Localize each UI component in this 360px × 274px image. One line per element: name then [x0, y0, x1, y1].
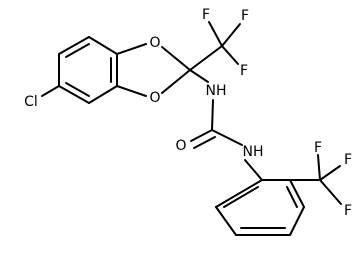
bond: [289, 179, 305, 208]
bond: [221, 23, 241, 47]
bond: [208, 21, 223, 47]
chlorine-label: Cl: [24, 94, 38, 110]
double-bond: [190, 129, 213, 142]
bond: [319, 179, 342, 205]
bond: [319, 165, 341, 181]
double-bond: [193, 136, 216, 149]
bond: [58, 36, 90, 55]
amine-label-lower: NH: [243, 144, 264, 160]
bond: [161, 46, 191, 71]
bond: [244, 159, 263, 181]
fluorine-label: F: [241, 8, 249, 24]
bond: [211, 129, 243, 146]
bond: [289, 206, 305, 236]
double-bond-inner: [286, 186, 298, 208]
bond-cl: [41, 85, 60, 97]
dioxole-ring: [116, 43, 191, 97]
oxygen-label-top: O: [149, 35, 160, 51]
fluorine-label: F: [314, 140, 322, 156]
fluorine-label: F: [240, 63, 248, 79]
double-bond-inner: [65, 43, 90, 58]
bond: [88, 85, 118, 104]
urea-linkage: [189, 69, 263, 181]
phenyl-ring: [215, 179, 305, 236]
bond: [211, 99, 214, 131]
bond: [215, 206, 237, 236]
bond: [116, 85, 147, 97]
bond: [215, 179, 263, 208]
fluorine-label: F: [344, 203, 352, 219]
bond: [88, 36, 118, 55]
bond: [189, 69, 209, 83]
bond: [317, 154, 321, 181]
fluorine-label: F: [344, 152, 352, 168]
double-bond-inner: [65, 82, 90, 97]
bond: [161, 69, 191, 94]
bond: [221, 45, 239, 65]
fluorine-label: F: [202, 7, 210, 23]
carbonyl-oxygen-label: O: [175, 138, 186, 154]
cf3-group-top: [189, 21, 241, 71]
bond: [189, 45, 223, 71]
bond: [116, 43, 147, 55]
amine-label-upper: NH: [206, 83, 227, 99]
cf3-group-bottom: [289, 154, 342, 205]
oxygen-label-bottom: O: [149, 90, 160, 106]
double-bond-inner: [223, 186, 259, 208]
benzo-ring: [58, 36, 118, 104]
bond: [58, 85, 90, 104]
